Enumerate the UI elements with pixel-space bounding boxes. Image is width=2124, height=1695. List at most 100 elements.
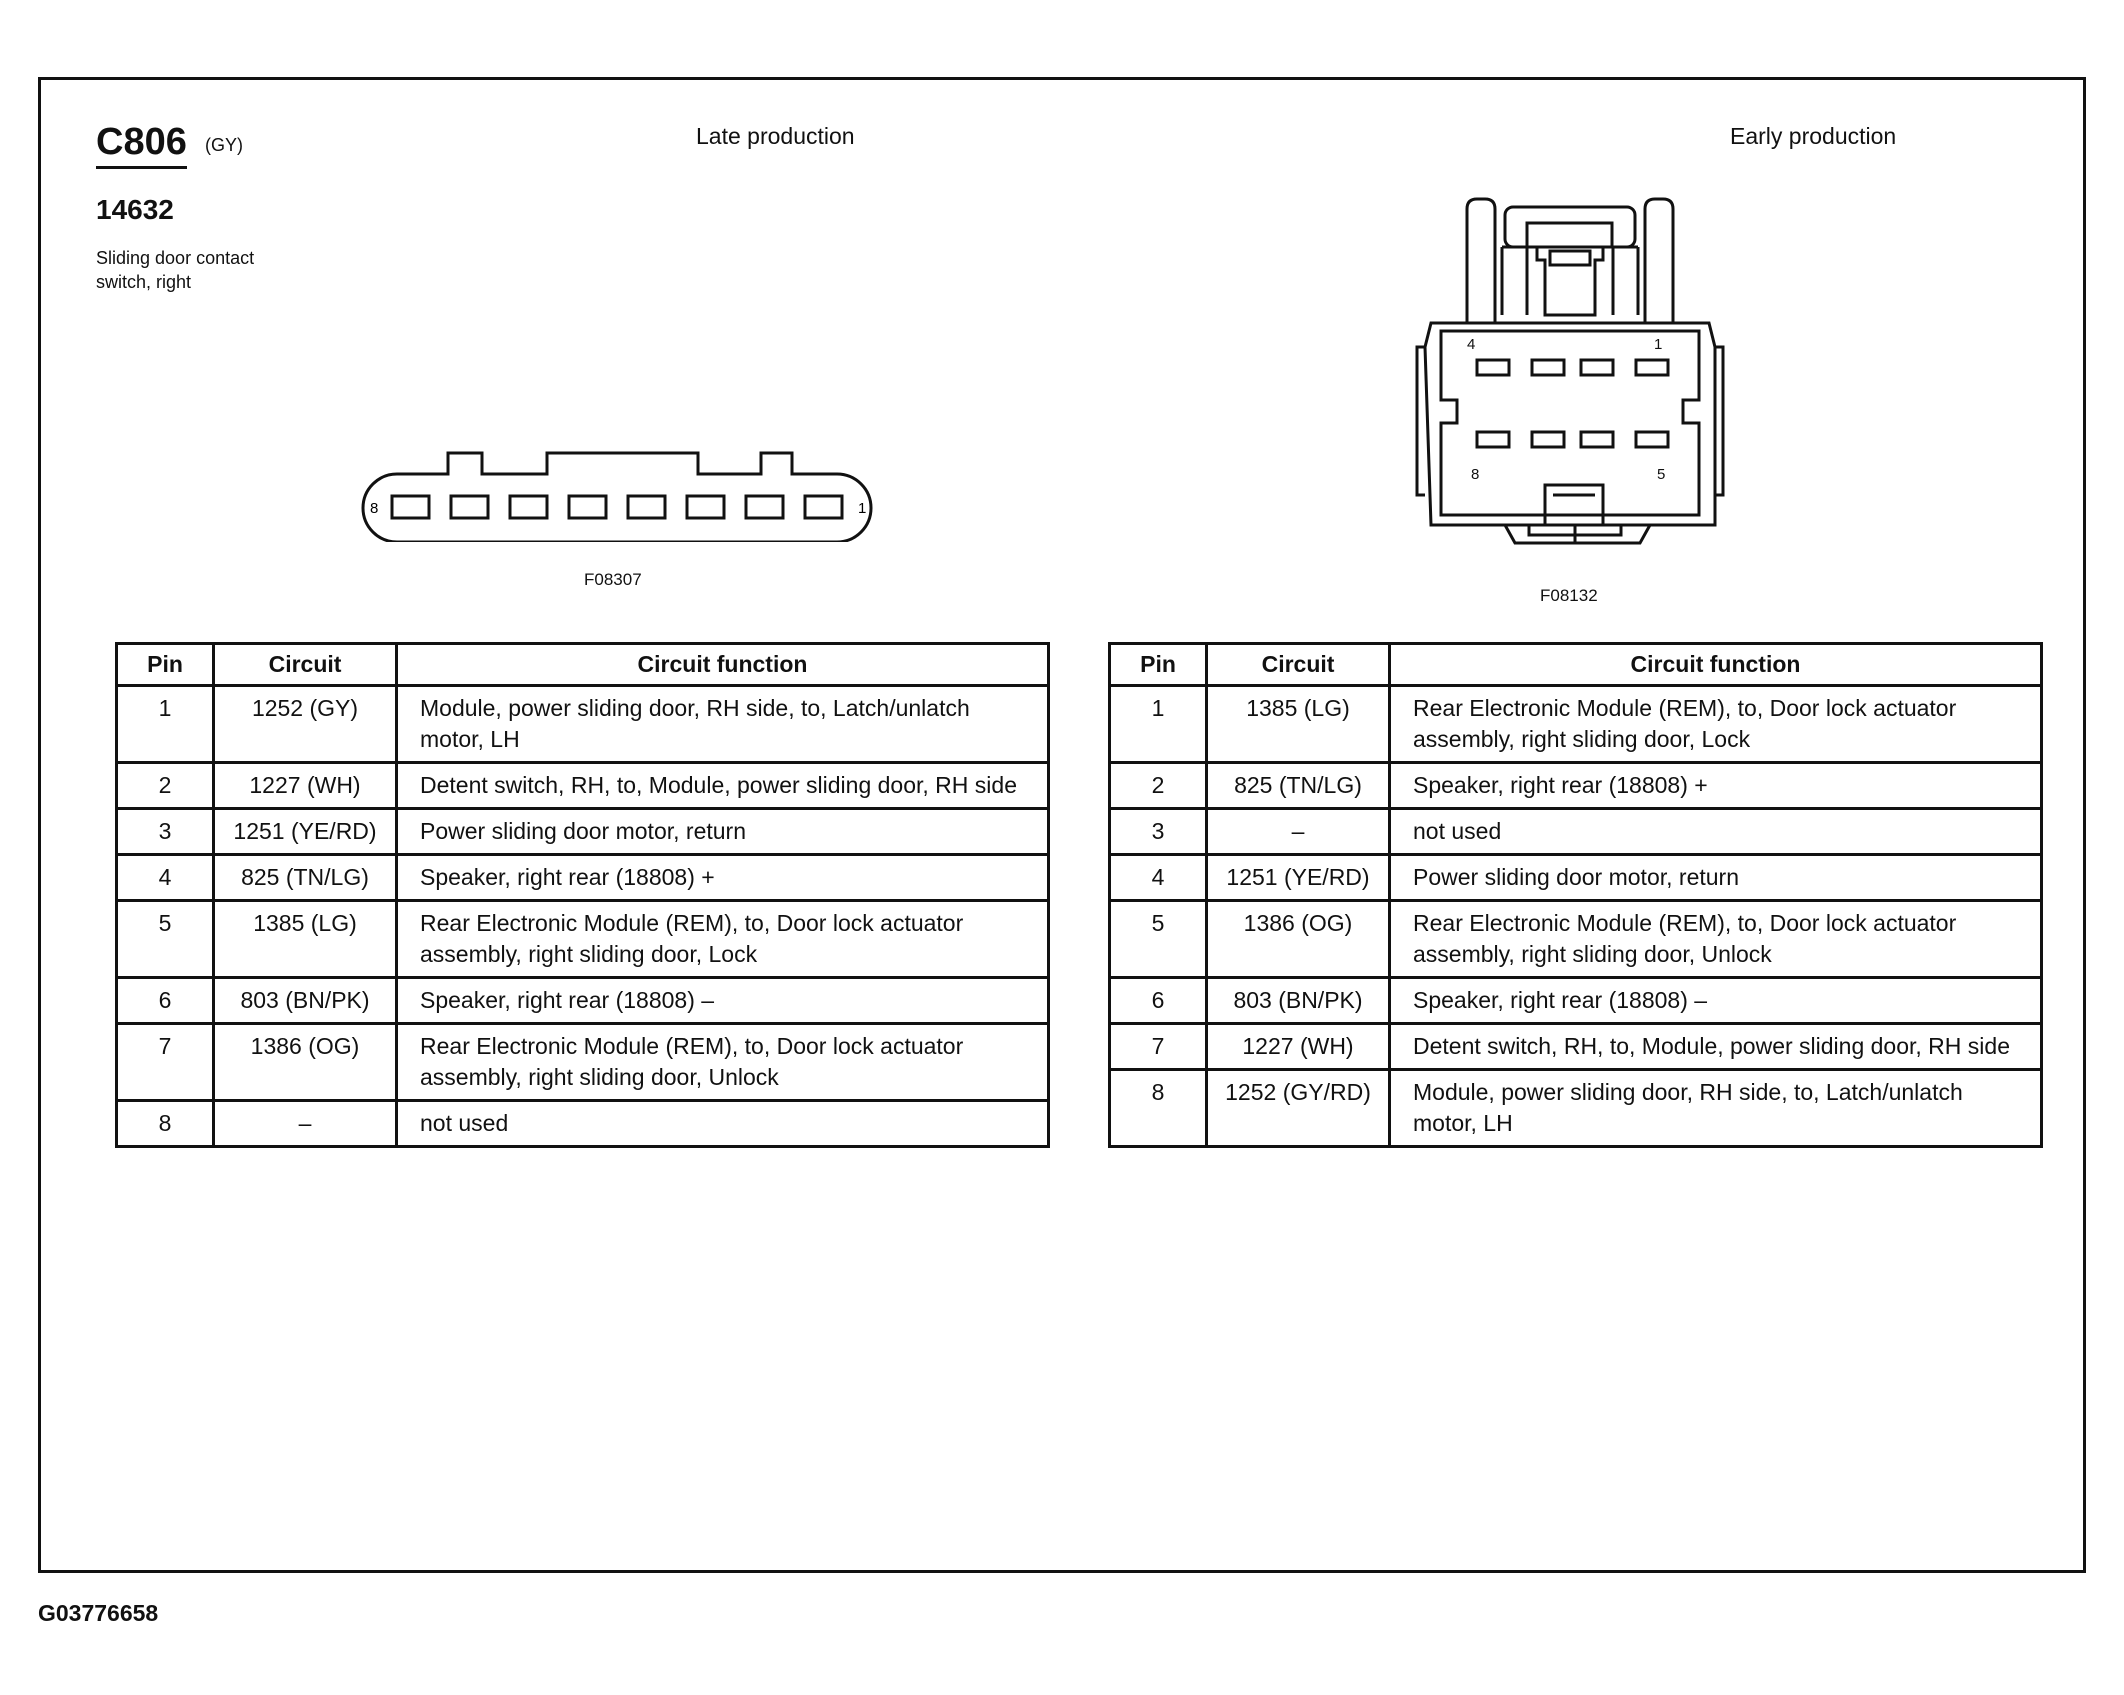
header-circuit: Circuit: [1205, 642, 1391, 687]
pin-cell: 6: [115, 976, 215, 1025]
function-cell: Speaker, right rear (18808) +: [395, 853, 1050, 902]
pin-cell: 6: [1108, 976, 1208, 1025]
pin-cavity-7: [449, 494, 490, 520]
function-cell: Power sliding door motor, return: [1388, 853, 2043, 902]
circuit-cell: 1251 (YE/RD): [1205, 853, 1391, 902]
description-line-1: Sliding door contact: [96, 248, 255, 268]
pin-label-8: 8: [1471, 466, 1479, 483]
function-cell: Rear Electronic Module (REM), to, Door l…: [395, 899, 1050, 979]
pin-cell: 4: [1108, 853, 1208, 902]
pin-label-8: 8: [370, 500, 378, 517]
late-production-connector-diagram: 8 1: [361, 451, 873, 542]
early-production-connector-diagram: 4 1 8 5: [1415, 197, 1725, 545]
circuit-cell: 803 (BN/PK): [212, 976, 398, 1025]
pin-cavity-4: [626, 494, 667, 520]
pin-cavity-8: [390, 494, 431, 520]
pin-cavity-1: [803, 494, 844, 520]
connector-color-code: (GY): [205, 135, 243, 155]
circuit-cell: 1227 (WH): [1205, 1022, 1391, 1071]
pin-label-5: 5: [1657, 466, 1665, 483]
function-cell: not used: [1388, 807, 2043, 856]
circuit-cell: –: [212, 1099, 398, 1148]
pin-cell: 4: [115, 853, 215, 902]
header-pin: Pin: [115, 642, 215, 687]
late-figure-code: F08307: [584, 570, 642, 589]
function-cell: not used: [395, 1099, 1050, 1148]
pin-cell: 5: [115, 899, 215, 979]
lock-tab-inner: [1525, 221, 1614, 249]
function-cell: Rear Electronic Module (REM), to, Door l…: [395, 1022, 1050, 1102]
function-cell: Module, power sliding door, RH side, to,…: [395, 684, 1050, 764]
pin-cavity-6: [1579, 430, 1615, 449]
function-cell: Speaker, right rear (18808) +: [1388, 761, 2043, 810]
circuit-cell: 1386 (OG): [212, 1022, 398, 1102]
pin-cavity-5: [567, 494, 608, 520]
circuit-cell: 1386 (OG): [1205, 899, 1391, 979]
header-pin: Pin: [1108, 642, 1208, 687]
pin-cavity-8: [1475, 430, 1511, 449]
function-cell: Detent switch, RH, to, Module, power sli…: [395, 761, 1050, 810]
function-cell: Speaker, right rear (18808) –: [395, 976, 1050, 1025]
part-number: 14632: [96, 194, 174, 225]
pin-cell: 1: [115, 684, 215, 764]
lock-button: [1548, 249, 1592, 267]
pin-cell: 2: [115, 761, 215, 810]
circuit-cell: 825 (TN/LG): [212, 853, 398, 902]
pin-cell: 2: [1108, 761, 1208, 810]
lock-frame: [1500, 245, 1640, 315]
pin-label-1: 1: [1654, 336, 1662, 353]
description-line-2: switch, right: [96, 272, 192, 292]
pin-cell: 7: [115, 1022, 215, 1102]
connector-housing: [361, 451, 873, 542]
pin-label-4: 4: [1467, 336, 1475, 353]
early-production-label: Early production: [1730, 123, 1897, 149]
pin-cavity-6: [508, 494, 549, 520]
pin-cavity-1: [1634, 358, 1670, 377]
pin-cell: 3: [115, 807, 215, 856]
table-row: 8–not used: [115, 1099, 1050, 1148]
housing-inner-wall: [1439, 329, 1701, 517]
pin-cell: 7: [1108, 1022, 1208, 1071]
lock-center: [1535, 247, 1605, 317]
pin-cell: 1: [1108, 684, 1208, 764]
connector-id: C806: [96, 121, 187, 169]
circuit-cell: 1385 (LG): [212, 899, 398, 979]
circuit-cell: 1227 (WH): [212, 761, 398, 810]
right-latch-arm: [1643, 197, 1675, 323]
pin-cavity-7: [1530, 430, 1566, 449]
pin-cavity-2: [1579, 358, 1615, 377]
function-cell: Rear Electronic Module (REM), to, Door l…: [1388, 684, 2043, 764]
table-header-row: Pin Circuit Circuit function: [1108, 642, 2043, 687]
side-ribs: [1415, 345, 1725, 497]
header-circuit-function: Circuit function: [1388, 642, 2043, 687]
header-circuit: Circuit: [212, 642, 398, 687]
pin-cavity-3: [685, 494, 726, 520]
circuit-cell: –: [1205, 807, 1391, 856]
diagram-frame: [38, 77, 2086, 1573]
pin-label-1: 1: [858, 500, 866, 517]
late-production-label: Late production: [696, 123, 855, 149]
circuit-cell: 1385 (LG): [1205, 684, 1391, 764]
connector-description: Sliding door contact switch, right: [96, 246, 316, 294]
circuit-cell: 1252 (GY): [212, 684, 398, 764]
function-cell: Power sliding door motor, return: [395, 807, 1050, 856]
table-row: 3–not used: [1108, 807, 2043, 856]
pin-cavity-3: [1530, 358, 1566, 377]
pin-cavity-2: [744, 494, 785, 520]
